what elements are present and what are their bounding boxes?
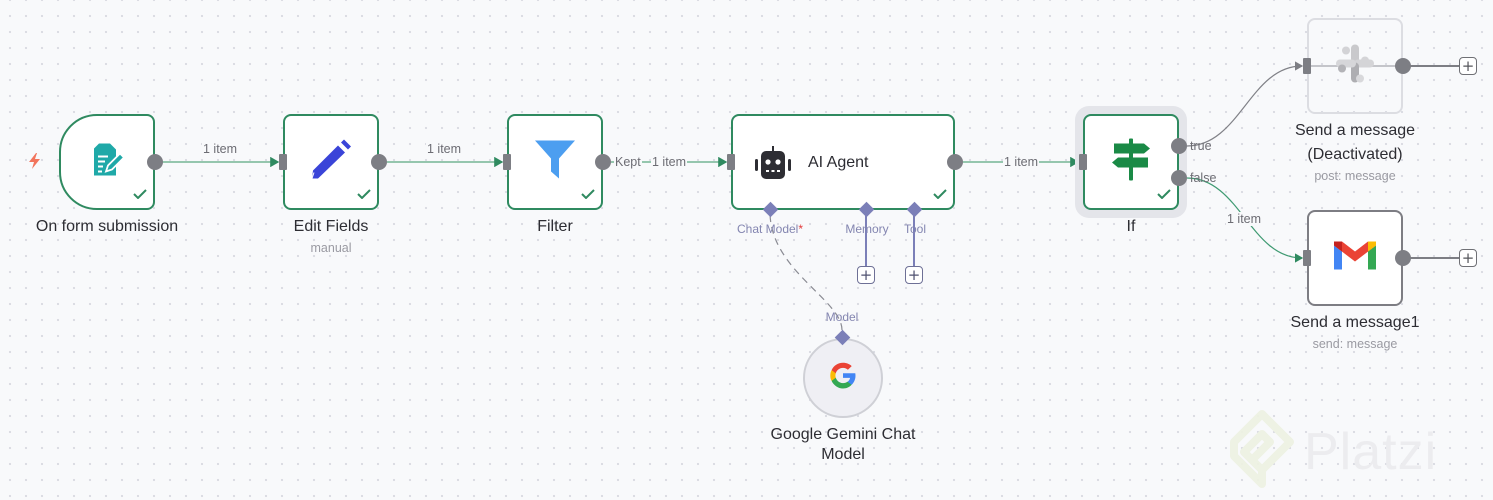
node-label-line2: Model bbox=[821, 446, 865, 463]
memory-port-label: Memory bbox=[845, 222, 889, 236]
node-edit-fields[interactable] bbox=[283, 114, 379, 210]
output-label-true: true bbox=[1190, 139, 1212, 153]
success-check-icon bbox=[933, 186, 947, 204]
node-subtitle: send: message bbox=[1312, 337, 1398, 351]
node-label: Google Gemini Chat bbox=[770, 426, 916, 443]
form-icon bbox=[88, 142, 126, 183]
output-handle[interactable] bbox=[147, 154, 163, 170]
output-handle[interactable] bbox=[595, 154, 611, 170]
node-label: Edit Fields bbox=[293, 218, 369, 235]
platzi-logo-icon bbox=[1230, 410, 1294, 493]
node-filter[interactable] bbox=[507, 114, 603, 210]
edge-label-filter-branch: Kept bbox=[614, 155, 642, 169]
node-form-trigger[interactable] bbox=[59, 114, 155, 210]
edge-label-filter-to-agent: 1 item bbox=[651, 155, 688, 169]
node-slack[interactable] bbox=[1307, 18, 1403, 114]
input-handle[interactable] bbox=[1303, 58, 1311, 74]
output-handle-false[interactable] bbox=[1171, 170, 1187, 186]
input-handle[interactable] bbox=[1079, 154, 1087, 170]
node-gemini-chat-model[interactable] bbox=[803, 338, 883, 418]
robot-icon bbox=[753, 146, 793, 185]
chat-model-port-label: Chat Model* bbox=[737, 222, 803, 236]
success-check-icon bbox=[581, 186, 595, 204]
edge-if-true-to-slack bbox=[1186, 61, 1304, 147]
node-label: On form submission bbox=[35, 218, 179, 235]
add-tool-button[interactable]: + bbox=[905, 266, 923, 284]
output-handle[interactable] bbox=[1395, 250, 1411, 266]
success-check-icon bbox=[357, 186, 371, 204]
edge-label-trigger-to-edit: 1 item bbox=[202, 142, 239, 156]
node-subtitle: manual bbox=[310, 241, 352, 255]
watermark-text: Platzi bbox=[1304, 422, 1438, 481]
input-handle[interactable] bbox=[1303, 250, 1311, 266]
node-label-status: (Deactivated) bbox=[1307, 146, 1403, 163]
funnel-icon bbox=[534, 139, 576, 186]
tool-port-label: Tool bbox=[903, 222, 927, 236]
output-handle-true[interactable] bbox=[1171, 138, 1187, 154]
success-check-icon bbox=[1157, 186, 1171, 204]
input-handle[interactable] bbox=[503, 154, 511, 170]
required-mark: * bbox=[798, 222, 804, 236]
node-label: Send a message1 bbox=[1290, 314, 1420, 331]
platzi-watermark: Platzi bbox=[1230, 410, 1437, 493]
edge-label-agent-to-if: 1 item bbox=[1003, 155, 1040, 169]
input-handle[interactable] bbox=[279, 154, 287, 170]
output-handle[interactable] bbox=[371, 154, 387, 170]
add-node-button[interactable]: + bbox=[1459, 57, 1477, 75]
node-ai-agent[interactable]: AI Agent bbox=[731, 114, 955, 210]
node-subtitle: post: message bbox=[1314, 169, 1396, 183]
add-memory-button[interactable]: + bbox=[857, 266, 875, 284]
output-label-false: false bbox=[1190, 171, 1217, 185]
add-node-button[interactable]: + bbox=[1459, 249, 1477, 267]
port-label-text: Chat Model bbox=[736, 222, 799, 236]
signpost-icon bbox=[1111, 138, 1151, 186]
gmail-icon bbox=[1334, 240, 1376, 277]
output-handle[interactable] bbox=[947, 154, 963, 170]
output-handle[interactable] bbox=[1395, 58, 1411, 74]
model-port-label: Model bbox=[825, 310, 859, 324]
node-label: Send a message bbox=[1294, 122, 1416, 139]
trigger-lightning-icon bbox=[27, 152, 43, 175]
slack-icon bbox=[1334, 43, 1376, 90]
node-label: Filter bbox=[537, 218, 573, 235]
input-handle[interactable] bbox=[727, 154, 735, 170]
edge-label-if-false-to-gmail: 1 item bbox=[1226, 212, 1263, 226]
node-gmail[interactable] bbox=[1307, 210, 1403, 306]
pencil-icon bbox=[310, 139, 352, 186]
node-label: AI Agent bbox=[808, 154, 869, 171]
success-check-icon bbox=[133, 186, 147, 204]
google-icon bbox=[829, 362, 857, 395]
node-if[interactable] bbox=[1083, 114, 1179, 210]
edge-label-edit-to-filter: 1 item bbox=[426, 142, 463, 156]
node-label: If bbox=[1126, 218, 1136, 235]
